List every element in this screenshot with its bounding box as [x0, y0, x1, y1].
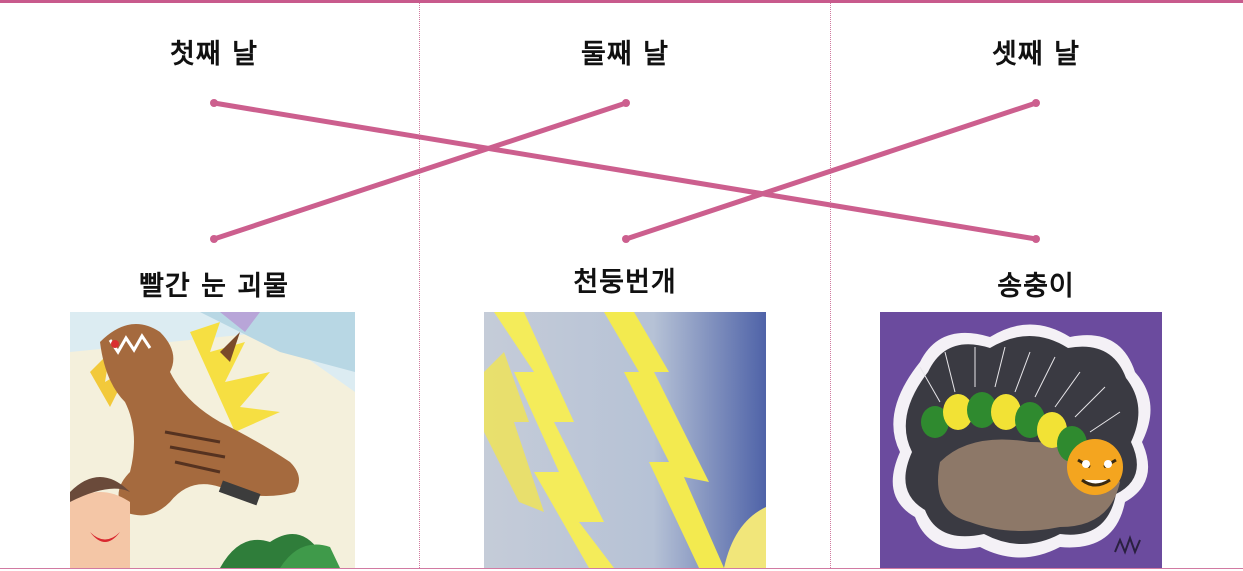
- dot-caterpillar: [1032, 235, 1040, 243]
- line-first-day-to-caterpillar: [211, 100, 1039, 242]
- monster-picture: [70, 312, 355, 568]
- dot-lightning: [622, 235, 630, 243]
- dot-third-day: [1032, 99, 1040, 107]
- caterpillar-picture: [880, 312, 1162, 568]
- bottom-border: [0, 568, 1243, 569]
- column-divider-2: [830, 3, 831, 568]
- line-second-day-to-monster: [211, 100, 629, 242]
- item-label-lightning: 천둥번개: [573, 267, 677, 298]
- lightning-picture: [484, 312, 766, 568]
- item-label-caterpillar: 송충이: [997, 271, 1075, 302]
- line-third-day-to-lightning: [623, 100, 1039, 242]
- day-label-first: 첫째 날: [170, 39, 258, 70]
- dot-monster: [210, 235, 218, 243]
- dot-first-day: [210, 99, 218, 107]
- item-label-monster: 빨간 눈 괴물: [139, 271, 289, 302]
- dot-second-day: [622, 99, 630, 107]
- day-label-second: 둘째 날: [581, 39, 669, 70]
- day-label-third: 셋째 날: [992, 39, 1080, 70]
- top-border: [0, 0, 1243, 3]
- column-divider-1: [419, 3, 420, 568]
